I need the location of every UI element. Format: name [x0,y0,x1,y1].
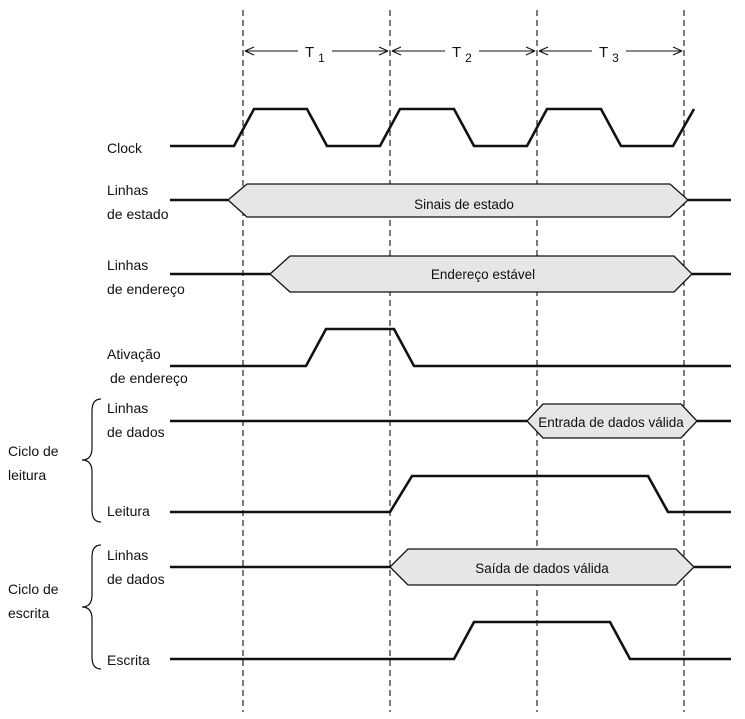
write-waveform [170,620,731,661]
status-lines-label: Linhas de estado [107,182,169,222]
address-lines-label: Linhas de endereço [107,257,185,297]
clock-label: Clock [107,140,143,156]
data-in-bus-label: Entrada de dados válida [538,415,684,430]
read-data-lines-label: Linhas de dados [107,400,165,440]
data-out-bus-label: Saída de dados válida [475,561,609,576]
clock-waveform [170,107,696,148]
write-cycle-brace [81,544,102,670]
cycle-groups: Ciclo de leitura Ciclo de escrita [8,398,102,670]
read-cycle-brace [81,398,102,523]
write-cycle-label: Ciclo de escrita [8,581,62,621]
period-t2-arrow [391,46,536,56]
address-enable-waveform [170,327,731,368]
period-guide-lines [242,10,685,712]
period-t1-arrow [244,46,389,56]
address-enable-label: Ativação de endereço [107,346,188,386]
status-bus-label: Sinais de estado [414,197,514,212]
address-bus-label: Endereço estável [431,267,535,282]
read-data-lines-signal: Entrada de dados válida [170,403,731,439]
read-waveform [170,474,731,514]
write-data-lines-signal: Saída de dados válida [170,548,731,586]
period-t3-arrow [538,46,683,56]
signal-labels: Clock Linhas de estado Linhas de endereç… [107,140,188,668]
address-lines-signal: Endereço estável [170,255,731,293]
read-label: Leitura [107,503,150,519]
status-lines-signal: Sinais de estado [170,183,731,218]
write-label: Escrita [107,652,150,668]
read-cycle-label: Ciclo de leitura [8,443,62,483]
write-data-lines-label: Linhas de dados [107,547,165,587]
